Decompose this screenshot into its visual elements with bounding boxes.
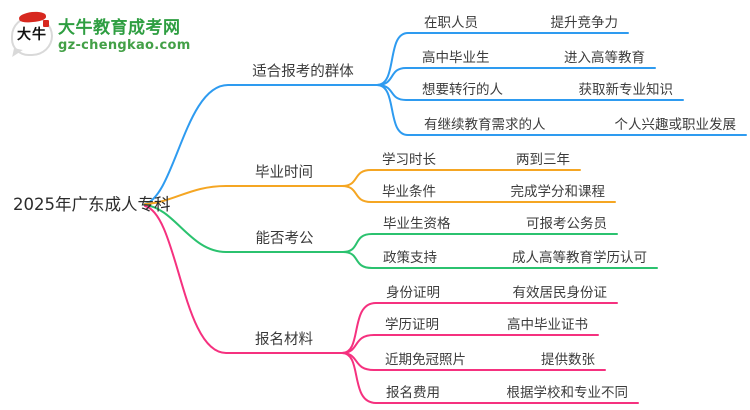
subtopic-label: 近期免冠照片 [385,352,466,368]
branch-2-main-curve [144,185,343,205]
detail-label: 成人高等教育学历认可 [512,250,647,266]
branch-1-main-curve [144,84,378,205]
branch-2-child-1-curve [341,169,581,187]
branch-3-main-curve [144,204,344,253]
leaf-row: 有继续教育需求的人 个人兴趣或职业发展 [406,114,746,135]
subtopic-label: 在职人员 [424,15,478,31]
branch-2-child-2-curve [341,185,616,203]
leaf-row: 毕业条件 完成学分和课程 [370,181,615,202]
subtopic-label: 想要转行的人 [422,82,503,98]
detail-label: 个人兴趣或职业发展 [614,117,737,133]
leaf-row: 高中毕业生 进入高等教育 [404,47,655,68]
leaf-row: 身份证明 有效居民身份证 [374,282,617,303]
branch-1-child-2-curve [376,67,656,86]
subtopic-label: 学历证明 [385,317,439,333]
leaf-row: 学历证明 高中毕业证书 [373,314,598,335]
detail-label: 有效居民身份证 [512,285,608,301]
leaf-row: 学习时长 两到三年 [370,149,580,170]
leaf-row: 毕业生资格 可报考公务员 [371,213,617,234]
subtopic-label: 有继续教育需求的人 [424,117,546,133]
branch-4-child-4-curve [341,352,639,404]
detail-label: 进入高等教育 [564,50,645,66]
subtopic-label: 报名费用 [386,385,440,401]
brand-name: 大牛教育成考网 [58,18,181,38]
branch-1-connectors [144,32,747,205]
leaf-row: 想要转行的人 获取新专业知识 [404,79,683,100]
site-logo[interactable]: 大牛 大牛教育成考网 gz-chengkao.com [10,10,191,59]
branch-1-child-4-curve [376,84,747,136]
logo-wordmark: 大牛教育成考网 gz-chengkao.com [58,13,191,54]
detail-label: 可报考公务员 [526,216,607,232]
subtopic-label: 高中毕业生 [422,50,490,66]
subtopic-label: 身份证明 [386,285,440,301]
branch-4-connectors [144,205,639,404]
subtopic-label: 毕业生资格 [383,216,451,232]
branch-4-child-1-curve [341,302,618,354]
subtopic-label: 毕业条件 [382,184,436,200]
subtopic-label: 政策支持 [383,250,437,266]
branch-1-child-1-curve [376,32,629,86]
leaf-row: 在职人员 提升竞争力 [406,12,628,33]
branch-4-main-curve [144,205,343,354]
detail-label: 提供数张 [541,352,595,368]
branch-3-child-2-curve [342,251,658,269]
branch-label-civil-exam: 能否考公 [255,231,314,247]
leaf-row: 报名费用 根据学校和专业不同 [374,382,638,403]
detail-label: 提升竞争力 [550,15,619,31]
logo-bubble-tail [12,48,23,59]
branch-label-materials: 报名材料 [255,332,313,348]
detail-label: 两到三年 [516,152,570,168]
detail-label: 高中毕业证书 [507,317,588,333]
detail-label: 获取新专业知识 [578,82,674,98]
branch-3-connectors [144,204,658,269]
branch-2-connectors [144,169,616,205]
branch-3-child-1-curve [342,233,618,253]
daniu-bull-logo-icon: 大牛 [10,10,54,59]
subtopic-label: 学习时长 [382,152,436,168]
leaf-row: 政策支持 成人高等教育学历认可 [371,247,657,268]
logo-red-seal [43,20,49,27]
branch-4-child-2-curve [341,334,599,354]
root-topic: 2025年广东成人专科 [13,195,171,214]
brand-domain: gz-chengkao.com [58,38,191,53]
branch-label-graduation: 毕业时间 [255,165,313,181]
logo-calligraphy-text: 大牛 [17,27,47,43]
detail-label: 根据学校和专业不同 [506,385,629,401]
detail-label: 完成学分和课程 [510,184,606,200]
leaf-row: 近期免冠照片 提供数张 [373,349,605,370]
branch-label-groups: 适合报考的群体 [252,64,354,80]
